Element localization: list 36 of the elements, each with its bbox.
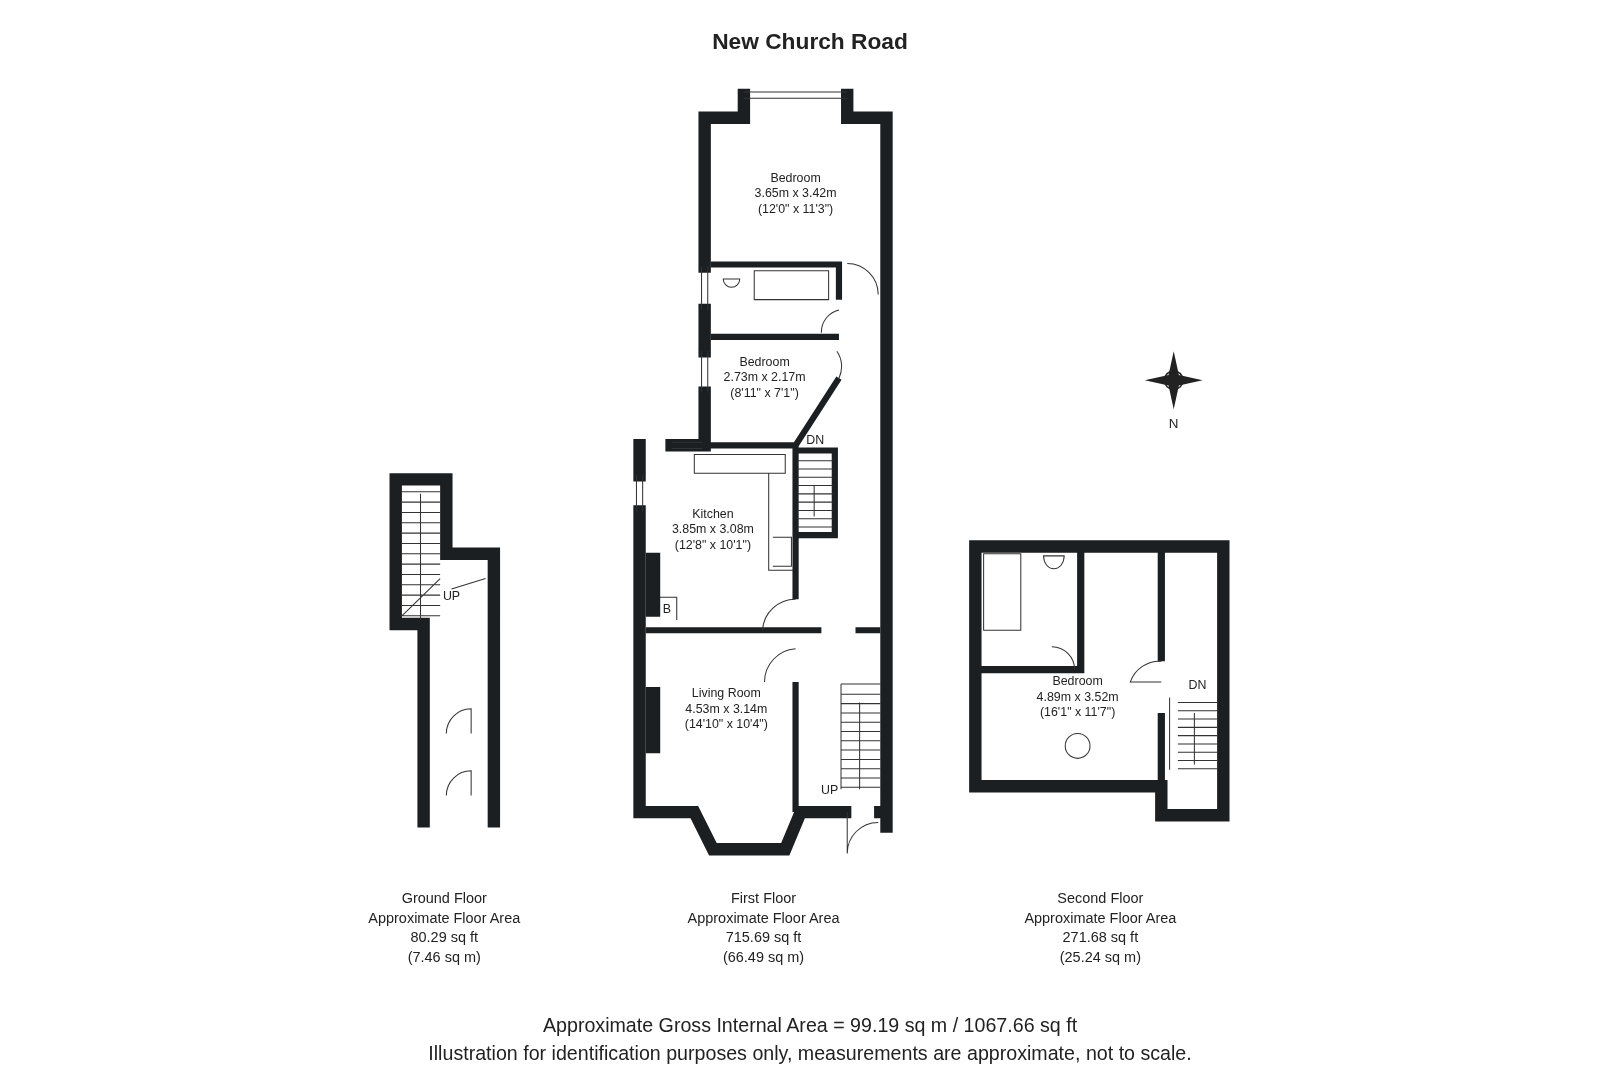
floor-name: Second Floor — [1057, 889, 1144, 907]
floor-area-value: (25.24 sq m) — [1059, 948, 1141, 966]
room-dimensions: (12'0" x 11'3") — [757, 200, 834, 217]
stair-direction-label: UP — [442, 590, 461, 605]
room-dimensions: (14'10" x 10'4") — [684, 716, 768, 732]
floor-area-caption: Approximate Floor Area — [687, 909, 840, 926]
floor-area-caption: Approximate Floor Area — [1024, 909, 1177, 926]
room-name: Kitchen — [692, 505, 734, 522]
page-title: New Church Road — [712, 28, 908, 55]
area-note: Approximate Gross Internal Area = 99.19 sq m / 1067.66 sq ft — [542, 1014, 1078, 1038]
room-dimensions: 3.85m x 3.08m — [671, 521, 754, 537]
room-name: Bedroom — [739, 353, 790, 370]
stair-direction-label: DN — [1188, 678, 1207, 694]
stair-direction-label: DN — [806, 434, 825, 449]
compass-north-letter: N — [1168, 416, 1179, 433]
room-dimensions: 4.89m x 3.52m — [1036, 688, 1119, 705]
floor-area-value: 271.68 sq ft — [1062, 928, 1139, 946]
room-dimensions: (12'8" x 10'1") — [674, 536, 752, 553]
floor-area-value: (66.49 sq m) — [722, 948, 805, 966]
disclaimer-note: Illustration for identification purposes only, measurements are approximate, not to scale. — [428, 1042, 1192, 1066]
room-name: Bedroom — [770, 169, 821, 186]
room-dimensions: 3.65m x 3.42m — [754, 185, 837, 201]
floor-area-value: 80.29 sq ft — [410, 928, 479, 946]
room-dimensions: 4.53m x 3.14m — [685, 701, 768, 717]
floor-area-caption: Approximate Floor Area — [368, 909, 521, 926]
floor-name: Ground Floor — [401, 889, 487, 907]
stair-direction-label: UP — [821, 783, 839, 798]
room-name: Living Room — [691, 685, 761, 702]
floor-name: First Floor — [731, 889, 797, 907]
floor-area-value: (7.46 sq m) — [407, 948, 481, 966]
floor-area-value: 715.69 sq ft — [725, 928, 802, 946]
room-dimensions: 2.73m x 2.17m — [723, 369, 806, 385]
room-name: Bedroom — [1052, 673, 1103, 689]
room-dimensions: (16'1" x 11'7") — [1039, 704, 1116, 720]
boiler-cupboard-label: B — [662, 600, 672, 617]
room-dimensions: (8'11" x 7'1") — [730, 384, 799, 401]
